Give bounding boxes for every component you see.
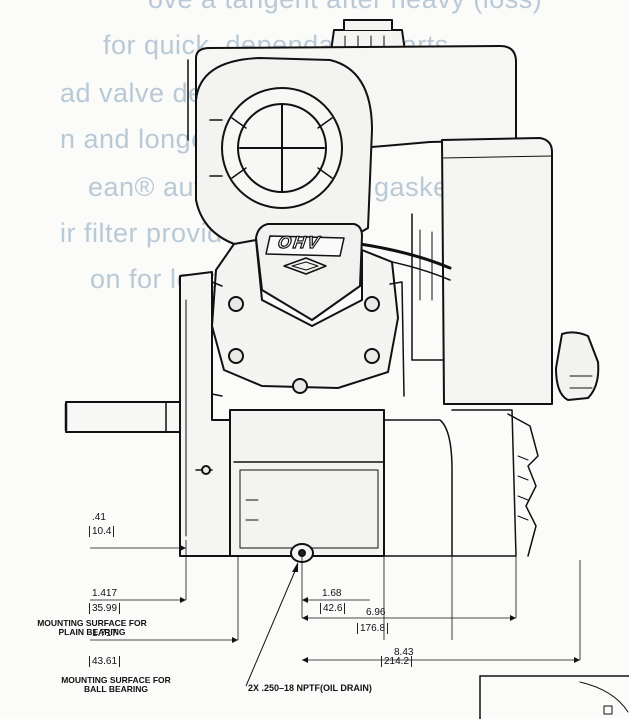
air-filter-housing	[441, 137, 553, 405]
dim-1417-mm: 35.99	[89, 603, 121, 614]
dim-843-mm: 214.2	[381, 656, 413, 667]
cylinder-head	[211, 239, 399, 389]
flywheel-fins	[507, 413, 539, 557]
dim-168-mm: 42.6	[320, 603, 346, 614]
oil-drain-label: 2X .250–18 NPTF(OIL DRAIN)	[248, 683, 372, 693]
dim-843-in: 8.43	[394, 647, 414, 658]
dim-168-in: 1.68	[322, 588, 342, 599]
ohv-badge: OHV	[276, 232, 323, 252]
engine-block	[229, 409, 385, 557]
crankshaft	[65, 401, 181, 433]
bg-text-line: ove a tangent after heavy (loss)	[148, 0, 542, 15]
mounting-surface-ball-bearing-label: MOUNTING SURFACE FOR BALL BEARING	[61, 675, 171, 694]
choke-knob	[555, 331, 600, 401]
dim-696-mm: 176.8	[357, 623, 389, 634]
dim-1417-in: 1.417	[92, 588, 118, 599]
ohv-badge-frame	[265, 235, 345, 257]
dim-696-in: 6.96	[366, 607, 386, 618]
mounting-surface-plain-bearing-label: MOUNTING SURFACE FOR PLAIN BEARING	[37, 618, 147, 637]
dim-1717-mm: 43.61	[89, 656, 121, 667]
dim-1717-in: 1.717	[92, 628, 118, 639]
dim-041-in: .41	[92, 512, 106, 523]
dim-041-mm: 10.4	[89, 526, 115, 537]
